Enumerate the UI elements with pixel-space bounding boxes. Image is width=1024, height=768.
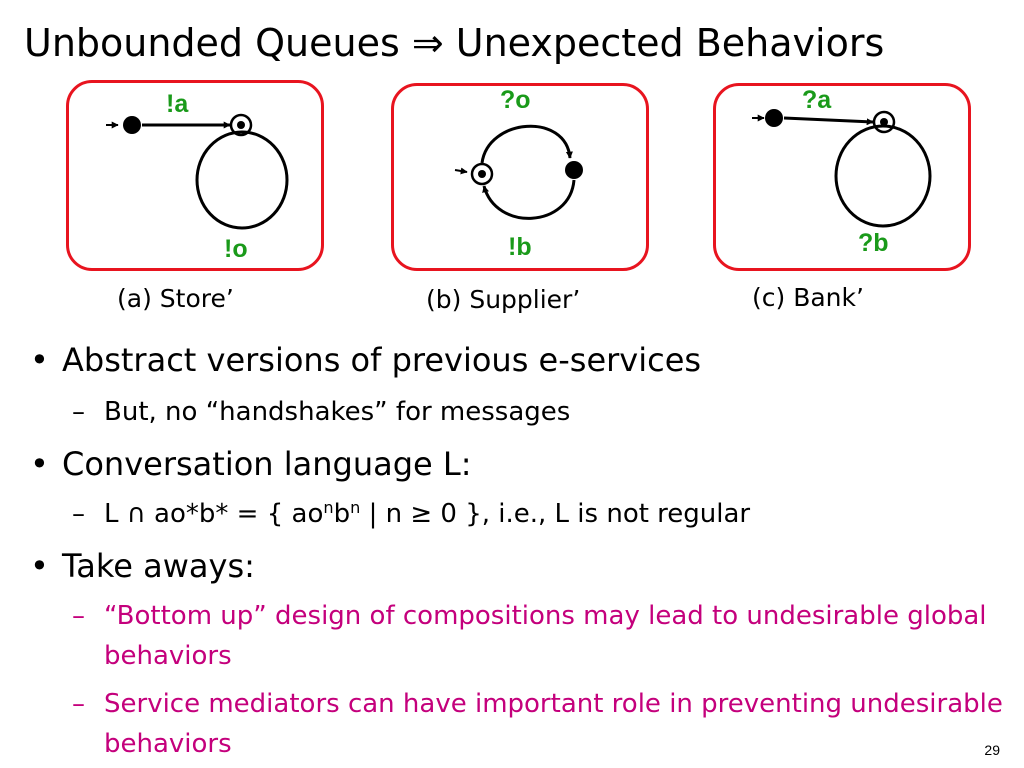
- store-state-1: [123, 116, 141, 134]
- store-loop-o: [195, 130, 289, 230]
- supplier-start-arrow: [454, 167, 468, 175]
- store-bottom-label: !o: [224, 235, 248, 263]
- automata-graphics: [106, 109, 932, 230]
- bank-bottom-label: ?b: [858, 229, 889, 257]
- page-number: 29: [984, 742, 1000, 758]
- bullet-dash: –: [72, 601, 85, 631]
- bank-loop-b: [834, 124, 932, 228]
- slide-title: Unbounded Queues ⇒ Unexpected Behaviors: [24, 21, 885, 65]
- supplier-transition-b: [482, 179, 576, 220]
- supplier-top-label: ?o: [500, 86, 531, 114]
- bank-state-1: [765, 109, 783, 127]
- supplier-caption: (b) Supplier’: [426, 285, 581, 314]
- bank-transition-a: [783, 116, 874, 126]
- bank-state-final-dot: [880, 118, 888, 126]
- store-state-final-dot: [237, 121, 245, 129]
- bullet-dot: •: [30, 445, 49, 483]
- supplier-state-2: [565, 161, 583, 179]
- store-automaton-box: [66, 80, 324, 271]
- store-caption: (a) Store’: [117, 284, 234, 313]
- bullet-dash: –: [72, 499, 85, 529]
- supplier-bottom-label: !b: [508, 233, 532, 261]
- store-automaton: [106, 113, 289, 230]
- supplier-state-initial-dot: [478, 170, 486, 178]
- supplier-automaton-box: [391, 83, 649, 271]
- bullet-dot: •: [30, 341, 49, 379]
- bullet-dash: –: [72, 689, 85, 719]
- bank-automaton-box: [713, 83, 971, 271]
- bullet-dot: •: [30, 547, 49, 585]
- supplier-transition-o: [480, 124, 573, 164]
- bullet-dash: –: [72, 397, 85, 427]
- bank-top-label: ?a: [802, 86, 832, 114]
- automata-diagrams: !a !o ?o !b ?a ?b (a) Store’ (b) Supplie…: [0, 0, 1024, 330]
- store-top-label: !a: [166, 90, 189, 118]
- bank-caption: (c) Bank’: [752, 283, 864, 312]
- supplier-automaton: [454, 124, 583, 220]
- bank-automaton: [752, 109, 932, 228]
